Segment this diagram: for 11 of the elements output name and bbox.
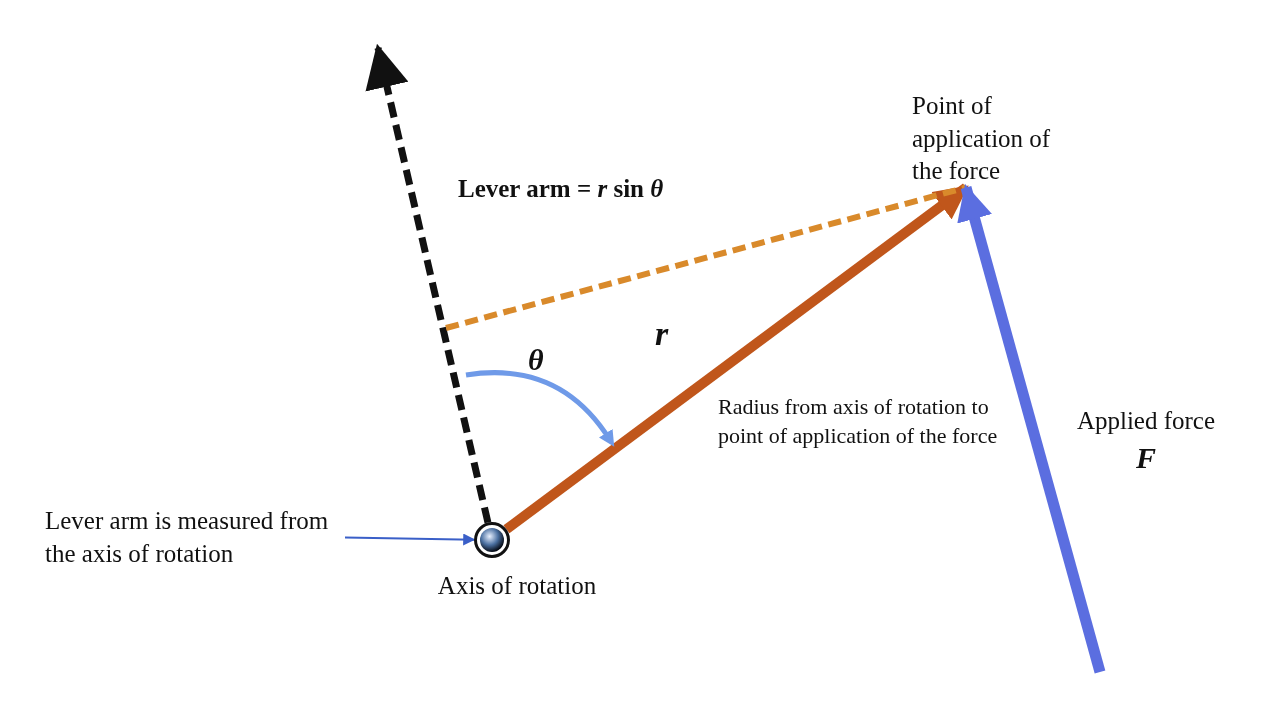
arrow bbox=[957, 184, 1106, 674]
annotation-text: Lever arm is measured from the axis of rotation bbox=[45, 505, 345, 570]
arrow bbox=[365, 43, 492, 524]
dashed-line bbox=[445, 184, 967, 331]
annotation-text: Radius from axis of rotation to point of application of the force bbox=[718, 393, 999, 450]
edge-label: Applied force F bbox=[1075, 406, 1217, 476]
node-caption: Axis of rotation bbox=[436, 571, 598, 601]
arrow bbox=[344, 533, 476, 546]
arrow bbox=[503, 183, 969, 534]
point-label: Point of application of the force bbox=[912, 90, 1062, 188]
angle-symbol: θ bbox=[528, 342, 545, 378]
